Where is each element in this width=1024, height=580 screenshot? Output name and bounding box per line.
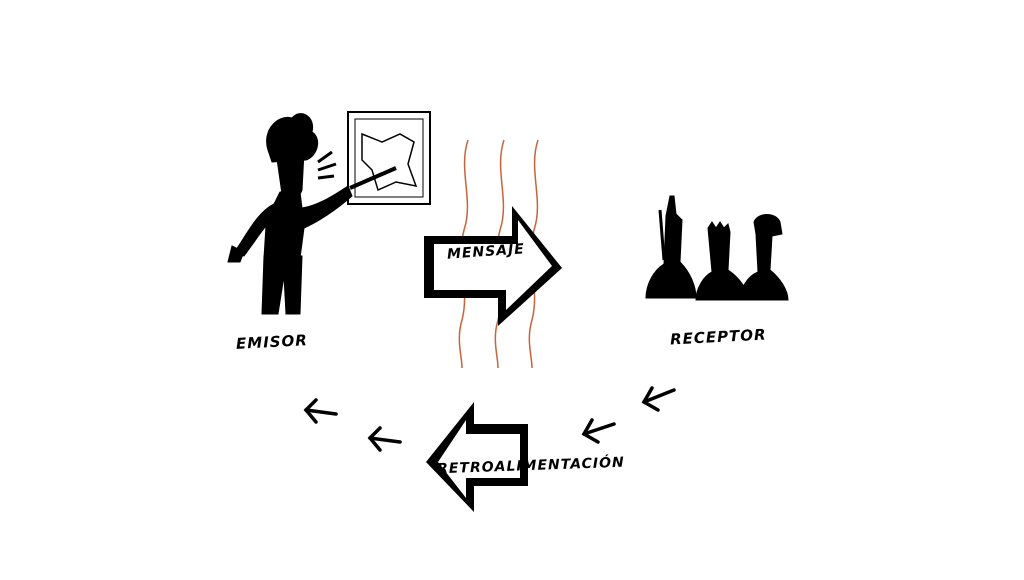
- emisor-figure: [227, 113, 353, 315]
- feedback-small-arrows: [303, 386, 676, 452]
- emisor-label: EMISOR: [235, 331, 309, 353]
- small-arrow-4: [303, 398, 338, 424]
- mensaje-arrow: [424, 206, 562, 326]
- small-arrow-3: [367, 426, 402, 452]
- retro-arrow: [426, 402, 528, 512]
- small-arrow-1: [641, 386, 676, 412]
- receptor-figures: [645, 195, 789, 301]
- small-arrow-2: [581, 418, 616, 444]
- board: [347, 111, 431, 205]
